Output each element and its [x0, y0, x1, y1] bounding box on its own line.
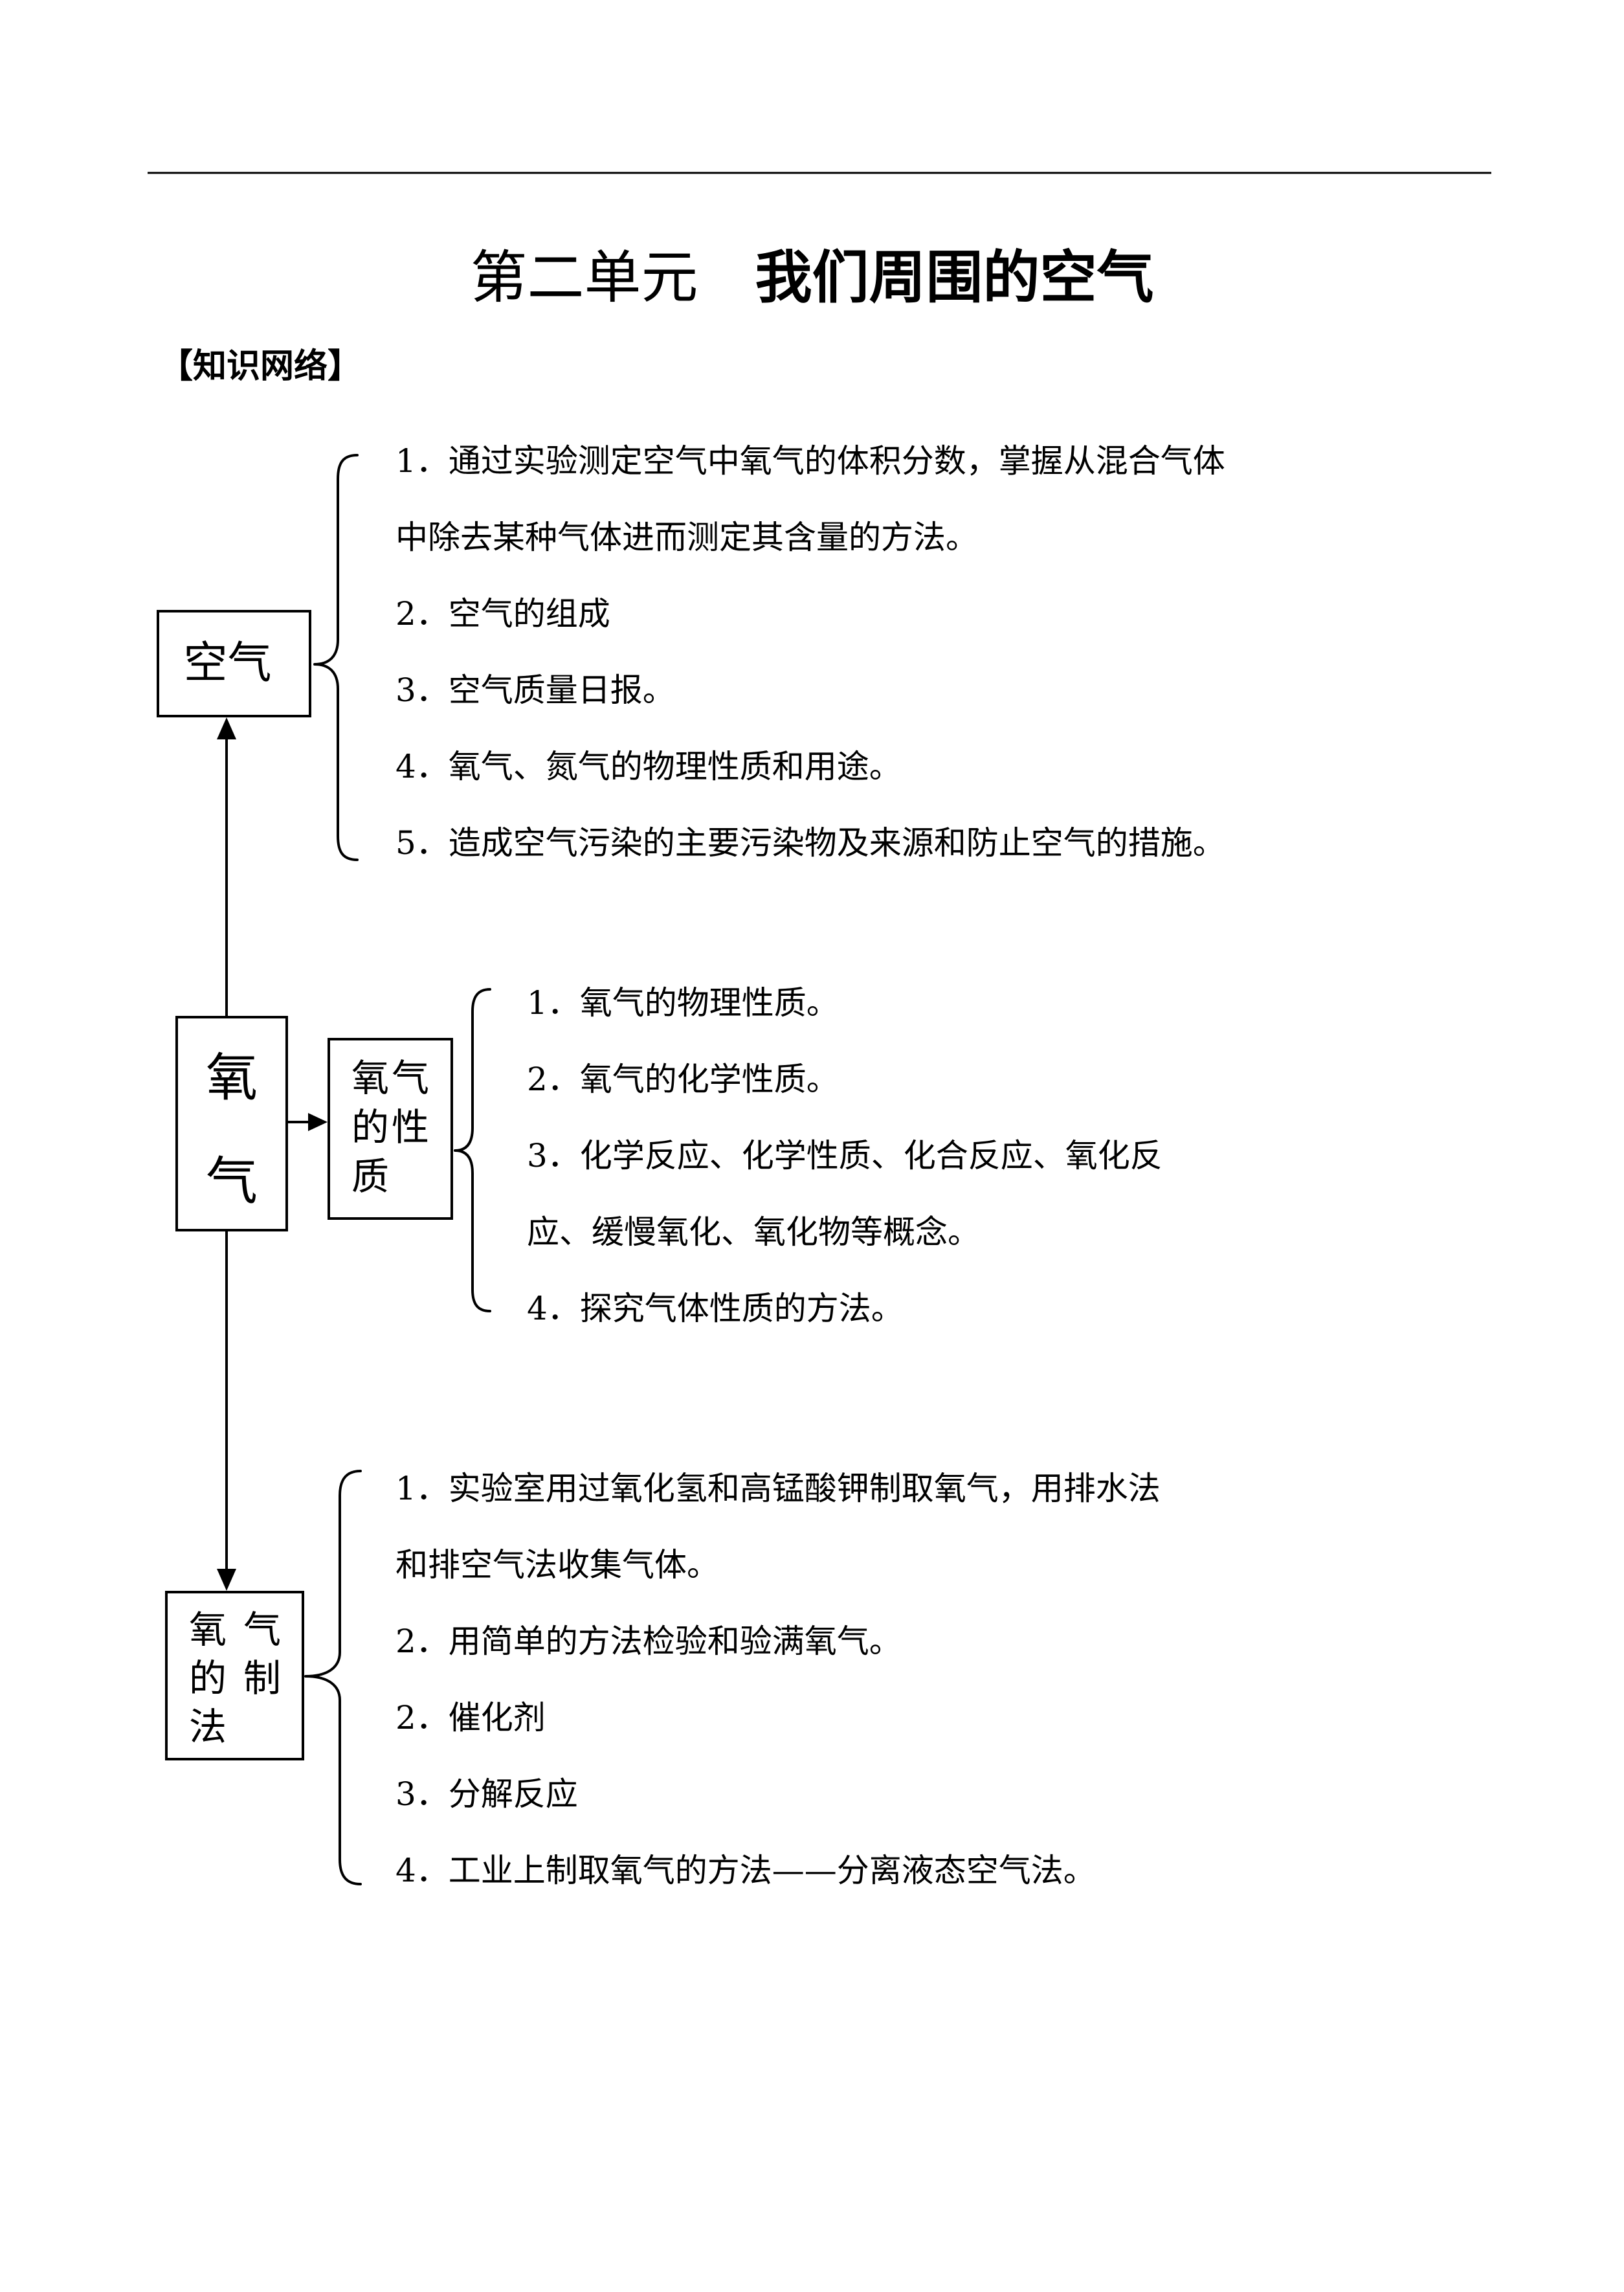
list-item: 2．用简单的方法检验和验满氧气。 — [395, 1623, 902, 1660]
list-item: 5．造成空气污染的主要污染物及来源和防止空气的措施。 — [395, 824, 1225, 862]
list-item: 4．工业上制取氧气的方法——分离液态空气法。 — [395, 1852, 1096, 1889]
brace-preparation — [304, 1470, 362, 1885]
list-item: 应、缓慢氧化、氧化物等概念。 — [527, 1213, 980, 1251]
list-item: 3．化学反应、化学性质、化合反应、氧化反 — [527, 1137, 1162, 1174]
center-node-label: 氧气 — [206, 1048, 258, 1211]
arrow-to-preparation — [217, 1230, 236, 1591]
title-unit: 第二单元 — [470, 244, 698, 311]
node-properties-box: 氧气的性质 — [328, 1038, 453, 1220]
node-properties-list: 1．氧气的物理性质。 2．氧气的化学性质。 3．化学反应、化学性质、化合反应、氧… — [527, 965, 1162, 1347]
list-item: 1．实验室用过氧化氢和高锰酸钾制取氧气，用排水法 — [395, 1470, 1161, 1507]
list-item: 和排空气法收集气体。 — [395, 1546, 719, 1584]
list-item: 4．氧气、氮气的物理性质和用途。 — [395, 748, 902, 785]
node-air-box: 空气 — [157, 610, 311, 717]
node-preparation-label: 氧气的制法 — [189, 1608, 298, 1749]
section-heading: 【知识网络】 — [159, 347, 362, 386]
node-properties-label: 氧气的性质 — [351, 1056, 432, 1198]
node-air-label: 空气 — [183, 638, 272, 689]
list-item: 4．探究气体性质的方法。 — [527, 1290, 904, 1327]
node-air-list: 1．通过实验测定空气中氧气的体积分数，掌握从混合气体 中除去某种气体进而测定其含… — [395, 423, 1225, 881]
node-preparation-box: 氧气的制法 — [165, 1591, 304, 1760]
list-item: 中除去某种气体进而测定其含量的方法。 — [395, 519, 978, 556]
page-title: 第二单元我们周围的空气 — [0, 245, 1624, 310]
node-preparation-list: 1．实验室用过氧化氢和高锰酸钾制取氧气，用排水法 和排空气法收集气体。 2．用简… — [395, 1450, 1161, 1909]
arrow-to-properties — [287, 1113, 328, 1131]
center-node-oxygen-box: 氧气 — [175, 1016, 288, 1231]
title-topic: 我们周围的空气 — [755, 244, 1154, 311]
list-item: 2．催化剂 — [395, 1699, 546, 1736]
list-item: 2．空气的组成 — [395, 595, 610, 633]
brace-air — [313, 454, 359, 861]
list-item: 3．空气质量日报。 — [395, 671, 675, 709]
list-item: 2．氧气的化学性质。 — [527, 1061, 839, 1098]
arrow-to-air — [217, 717, 236, 1017]
brace-properties — [454, 988, 491, 1312]
list-item: 1．通过实验测定空气中氧气的体积分数，掌握从混合气体 — [395, 442, 1225, 480]
list-item: 1．氧气的物理性质。 — [527, 984, 839, 1022]
list-item: 3．分解反应 — [395, 1775, 578, 1813]
